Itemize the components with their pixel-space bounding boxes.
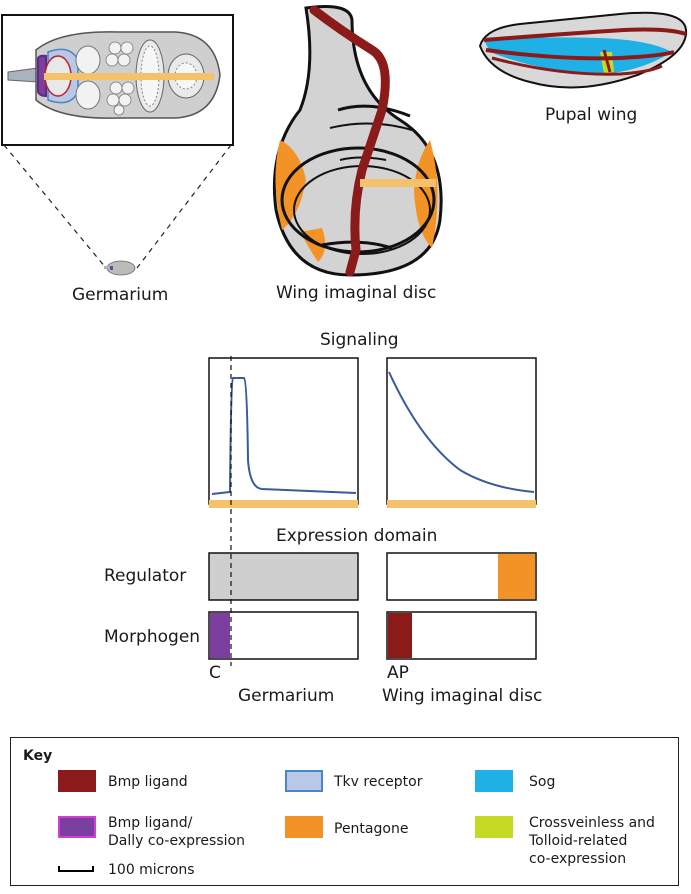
crossveinless-swatch — [475, 816, 513, 838]
sog-swatch — [475, 770, 513, 792]
morphogen-wing-disc-bar — [386, 611, 537, 660]
expression-domain-title: Expression domain — [276, 526, 438, 546]
tkv-receptor-label: Tkv receptor — [334, 774, 423, 790]
regulator-germarium-bar — [208, 552, 359, 601]
germarium-illustration — [1, 14, 234, 276]
key-panel: Key Bmp ligand Tkv receptor Sog Bmp liga… — [10, 737, 679, 886]
signaling-plot-wing-disc — [386, 357, 537, 508]
axis-c-label: C — [209, 663, 221, 683]
pentagone-label: Pentagone — [334, 821, 409, 837]
scale-bar-icon — [58, 866, 94, 872]
regulator-wing-disc-bar — [386, 552, 537, 601]
germarium-top-label: Germarium — [72, 285, 169, 305]
pupal-wing-illustration — [478, 11, 688, 89]
wing-disc-top-label: Wing imaginal disc — [276, 283, 437, 303]
morphogen-label: Morphogen — [104, 627, 201, 647]
bmp-dally-label: Bmp ligand/ Dally co-expression — [108, 815, 245, 849]
axis-ap-label: AP — [387, 663, 409, 683]
pupal-wing-label: Pupal wing — [545, 105, 638, 125]
crossveinless-label: Crossveinless and Tolloid-related co-exp… — [529, 815, 655, 867]
morphogen-germarium-bar — [208, 611, 359, 660]
bmp-dally-swatch — [58, 816, 96, 838]
scale-bar-label: 100 microns — [108, 862, 195, 878]
key-title: Key — [23, 748, 53, 764]
pentagone-swatch — [285, 816, 323, 838]
sog-label: Sog — [529, 774, 556, 790]
wing-disc-illustration — [272, 5, 443, 277]
bmp-ligand-label: Bmp ligand — [108, 774, 188, 790]
wing-disc-bottom-label: Wing imaginal disc — [382, 686, 543, 706]
bmp-ligand-swatch — [58, 770, 96, 792]
signaling-title: Signaling — [320, 330, 399, 350]
germarium-bottom-label: Germarium — [238, 686, 335, 706]
regulator-label: Regulator — [104, 566, 187, 586]
signaling-plot-germarium — [208, 357, 359, 508]
tkv-receptor-swatch — [285, 770, 323, 792]
